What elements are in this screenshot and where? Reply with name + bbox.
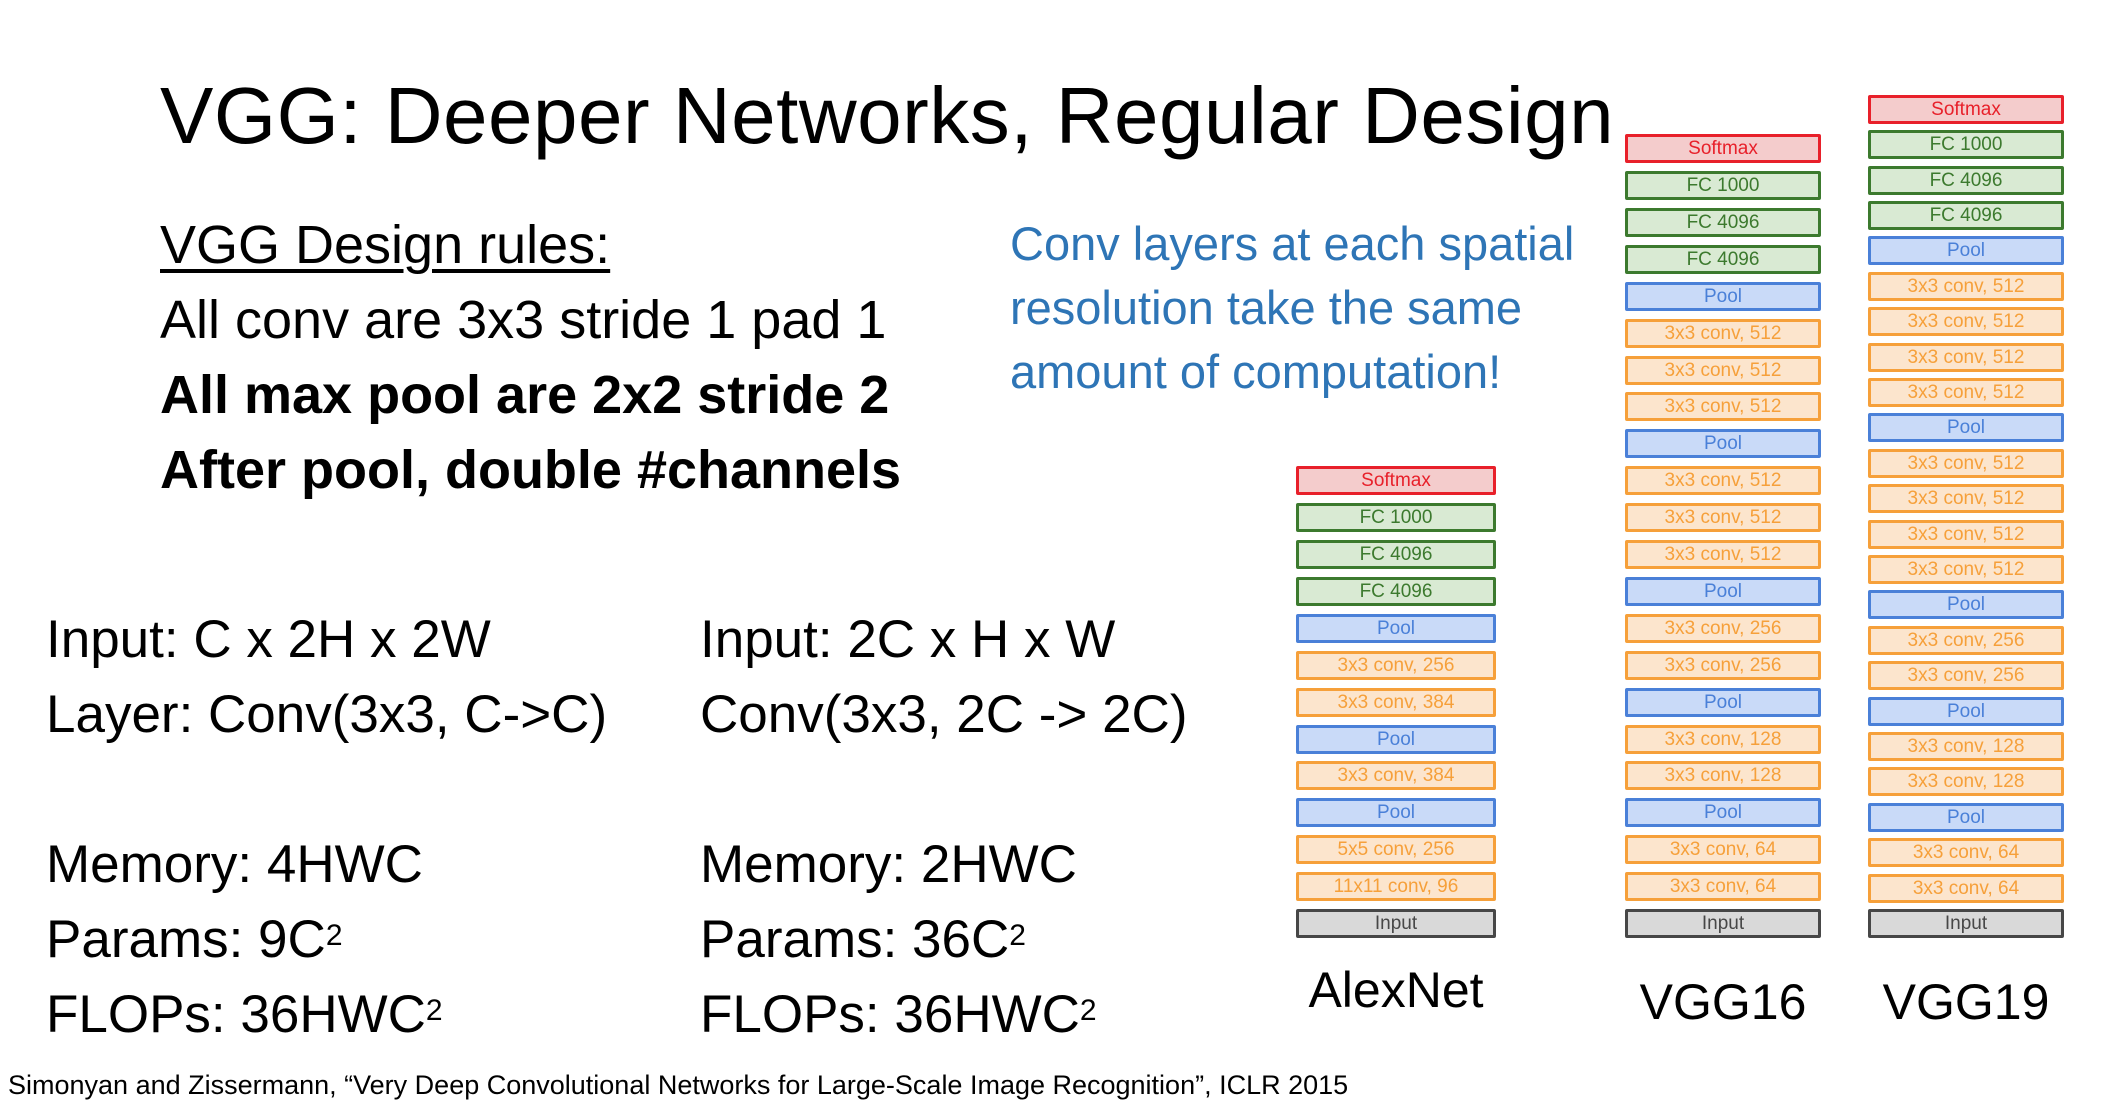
memory-cost: Memory: 2HWC bbox=[700, 835, 1077, 894]
layer-fc: FC 1000 bbox=[1868, 130, 2064, 160]
layer-conv: 3x3 conv, 512 bbox=[1868, 342, 2064, 372]
layer-pool: Pool bbox=[1625, 687, 1821, 717]
layer-fc: FC 4096 bbox=[1868, 165, 2064, 195]
layer-conv: 3x3 conv, 384 bbox=[1296, 687, 1496, 717]
network-label: AlexNet bbox=[1308, 962, 1484, 1018]
layer-conv: 3x3 conv, 512 bbox=[1868, 271, 2064, 301]
layer-pool: Pool bbox=[1868, 802, 2064, 832]
layer-conv: 3x3 conv, 512 bbox=[1868, 519, 2064, 549]
citation: Simonyan and Zissermann, “Very Deep Conv… bbox=[8, 1070, 1349, 1100]
layer-fc: FC 4096 bbox=[1296, 540, 1496, 569]
layer-conv: 3x3 conv, 512 bbox=[1625, 355, 1821, 385]
layer-spec: Conv(3x3, 2C -> 2C) bbox=[700, 685, 1188, 744]
layer-conv: 3x3 conv, 256 bbox=[1625, 650, 1821, 680]
layer-fc: FC 4096 bbox=[1296, 576, 1496, 606]
params-cost: Params: 9C2 bbox=[46, 910, 343, 969]
layer-softmax: Softmax bbox=[1625, 134, 1821, 164]
layer-pool: Pool bbox=[1296, 724, 1496, 754]
layer-pool: Pool bbox=[1868, 590, 2064, 620]
layer-spec: Layer: Conv(3x3, C->C) bbox=[46, 685, 608, 744]
design-rules: VGG Design rules: All conv are 3x3 strid… bbox=[160, 208, 901, 508]
layer-conv: 3x3 conv, 384 bbox=[1296, 761, 1496, 791]
flops-cost: FLOPs: 36HWC2 bbox=[700, 985, 1097, 1044]
layer-conv: 3x3 conv, 256 bbox=[1868, 661, 2064, 691]
layer-softmax: Softmax bbox=[1296, 466, 1496, 496]
layer-fc: FC 4096 bbox=[1625, 244, 1821, 274]
computation-note: Conv layers at each spatial resolution t… bbox=[1010, 212, 1574, 404]
layer-conv: 5x5 conv, 256 bbox=[1296, 835, 1496, 865]
layer-conv: 3x3 conv, 512 bbox=[1625, 466, 1821, 496]
note-line: Conv layers at each spatial bbox=[1010, 217, 1575, 270]
layer-conv: 3x3 conv, 64 bbox=[1625, 872, 1821, 902]
layer-conv: 3x3 conv, 64 bbox=[1868, 838, 2064, 868]
input-shape: Input: 2C x H x W bbox=[700, 610, 1116, 669]
layer-conv: 3x3 conv, 512 bbox=[1868, 448, 2064, 478]
comparison-right: Input: 2C x H x W Conv(3x3, 2C -> 2C) Me… bbox=[700, 602, 1187, 1052]
memory-cost: Memory: 4HWC bbox=[46, 835, 423, 894]
comparison-left: Input: C x 2H x 2W Layer: Conv(3x3, C->C… bbox=[46, 602, 607, 1052]
layer-input: Input bbox=[1625, 909, 1821, 938]
layer-conv: 3x3 conv, 64 bbox=[1868, 873, 2064, 903]
slide-title: VGG: Deeper Networks, Regular Design bbox=[160, 71, 1615, 160]
layer-fc: FC 1000 bbox=[1296, 503, 1496, 533]
network-label: VGG16 bbox=[1639, 974, 1807, 1030]
layer-pool: Pool bbox=[1625, 429, 1821, 459]
layer-conv: 3x3 conv, 256 bbox=[1868, 625, 2064, 655]
params-cost: Params: 36C2 bbox=[700, 910, 1026, 969]
layer-conv: 3x3 conv, 512 bbox=[1625, 392, 1821, 422]
note-line: resolution take the same bbox=[1010, 281, 1523, 334]
layer-fc: FC 4096 bbox=[1868, 201, 2064, 230]
layer-input: Input bbox=[1296, 909, 1496, 938]
design-rule-pool: All max pool are 2x2 stride 2 bbox=[160, 365, 890, 425]
layer-conv: 3x3 conv, 64 bbox=[1625, 835, 1821, 865]
layer-pool: Pool bbox=[1625, 576, 1821, 606]
layer-softmax: Softmax bbox=[1868, 94, 2064, 124]
design-rule-conv: All conv are 3x3 stride 1 pad 1 bbox=[160, 290, 887, 350]
layer-pool: Pool bbox=[1868, 413, 2064, 443]
layer-conv: 3x3 conv, 512 bbox=[1868, 555, 2064, 584]
layer-pool: Pool bbox=[1868, 696, 2064, 726]
layer-conv: 11x11 conv, 96 bbox=[1296, 872, 1496, 902]
layer-conv: 3x3 conv, 512 bbox=[1868, 378, 2064, 407]
design-rules-heading: VGG Design rules: bbox=[160, 215, 611, 275]
layer-conv: 3x3 conv, 512 bbox=[1625, 540, 1821, 569]
layer-pool: Pool bbox=[1868, 236, 2064, 266]
network-label: VGG19 bbox=[1882, 974, 2050, 1030]
note-line: amount of computation! bbox=[1010, 345, 1502, 398]
layer-conv: 3x3 conv, 256 bbox=[1625, 613, 1821, 643]
layer-conv: 3x3 conv, 128 bbox=[1868, 767, 2064, 797]
layer-pool: Pool bbox=[1296, 613, 1496, 643]
flops-cost: FLOPs: 36HWC2 bbox=[46, 985, 443, 1044]
layer-conv: 3x3 conv, 512 bbox=[1625, 318, 1821, 348]
layer-fc: FC 4096 bbox=[1625, 207, 1821, 237]
layer-conv: 3x3 conv, 256 bbox=[1296, 650, 1496, 680]
layer-conv: 3x3 conv, 512 bbox=[1625, 503, 1821, 533]
layer-conv: 3x3 conv, 512 bbox=[1868, 484, 2064, 514]
layer-conv: 3x3 conv, 512 bbox=[1868, 307, 2064, 337]
layer-conv: 3x3 conv, 128 bbox=[1625, 724, 1821, 754]
layer-pool: Pool bbox=[1625, 798, 1821, 828]
layer-conv: 3x3 conv, 128 bbox=[1625, 761, 1821, 791]
layer-pool: Pool bbox=[1625, 281, 1821, 311]
layer-pool: Pool bbox=[1296, 798, 1496, 828]
layer-fc: FC 1000 bbox=[1625, 171, 1821, 200]
layer-conv: 3x3 conv, 128 bbox=[1868, 732, 2064, 761]
input-shape: Input: C x 2H x 2W bbox=[46, 610, 491, 669]
design-rule-channels: After pool, double #channels bbox=[160, 440, 902, 500]
layer-input: Input bbox=[1868, 909, 2064, 938]
